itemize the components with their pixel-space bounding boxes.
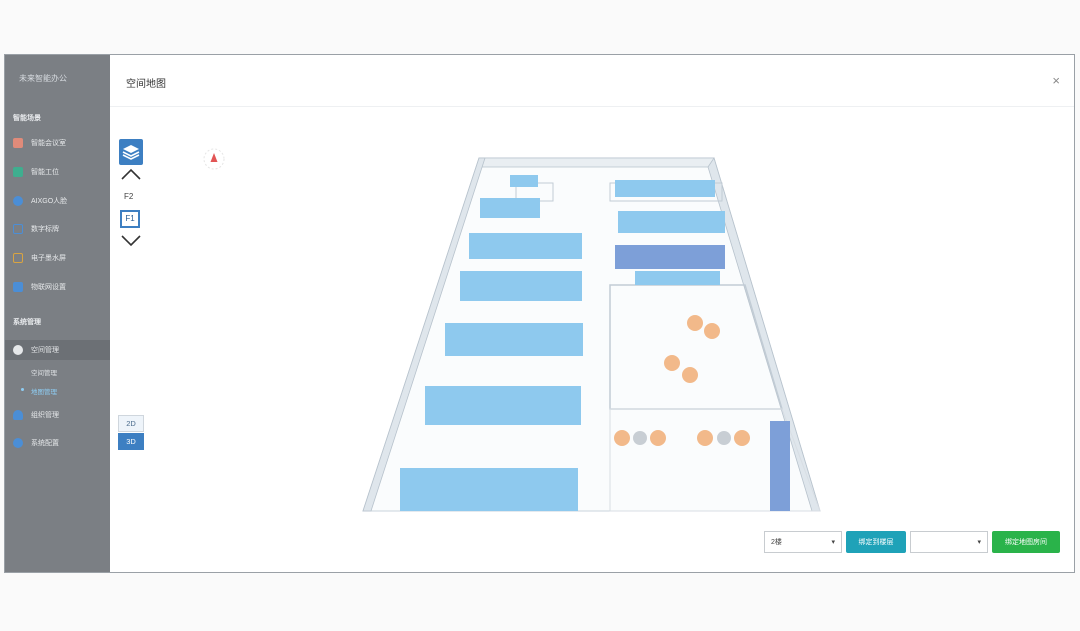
view-2d-button[interactable]: 2D	[118, 415, 144, 432]
sidebar-subitem-space[interactable]: 空间管理	[31, 370, 57, 377]
meeting-room-icon	[13, 138, 23, 148]
sidebar-item-system-config[interactable]: 系统配置	[13, 433, 105, 453]
sidebar-item-organization[interactable]: 组织管理	[13, 405, 105, 425]
sidebar-item-label: 智能会议室	[31, 140, 66, 147]
sidebar-item-face[interactable]: AIXGO人脸	[13, 191, 105, 211]
user-icon	[13, 410, 23, 420]
sidebar-item-space-management[interactable]: 空间管理	[5, 340, 110, 360]
building-select-value: 2楼	[771, 539, 782, 546]
sidebar-item-eink[interactable]: 电子墨水屏	[13, 248, 105, 268]
sidebar-item-label: 数字标牌	[31, 226, 59, 233]
face-icon	[13, 196, 23, 206]
iot-icon	[13, 282, 23, 292]
layers-icon	[122, 145, 140, 160]
sidebar-title: 未来智能办公	[19, 74, 67, 83]
sidebar-item-label: 系统配置	[31, 440, 59, 447]
sidebar: 未来智能办公 智能场景 智能会议室 智能工位 AIXGO人脸 数字标牌 电子墨水…	[5, 55, 110, 572]
layers-button[interactable]	[119, 139, 143, 165]
compass-icon[interactable]	[201, 146, 227, 172]
workstation-icon	[13, 167, 23, 177]
sidebar-item-label: AIXGO人脸	[31, 198, 68, 205]
floor-down-icon[interactable]	[120, 233, 142, 247]
sidebar-item-label: 组织管理	[31, 412, 59, 419]
modal-title: 空间地图	[126, 79, 166, 90]
bind-space-button[interactable]: 绑定地图房间	[992, 531, 1060, 553]
building-select[interactable]: 2楼 ▾	[764, 531, 842, 553]
sidebar-section-system: 系统管理	[13, 319, 41, 326]
sidebar-item-label: 电子墨水屏	[31, 255, 66, 262]
floor-option-f2[interactable]: F2	[124, 192, 134, 201]
floor-option-f1-selected[interactable]: F1	[120, 210, 140, 228]
sidebar-item-label: 空间管理	[31, 347, 59, 354]
sidebar-section-scenes: 智能场景	[13, 115, 41, 122]
active-dot-icon	[21, 388, 24, 391]
bind-floor-button[interactable]: 绑定到楼层	[846, 531, 906, 553]
sidebar-subitem-label: 地图管理	[31, 389, 57, 396]
sidebar-item-workstation[interactable]: 智能工位	[13, 162, 105, 182]
sidebar-subitem-map[interactable]: 地图管理	[21, 386, 57, 396]
sidebar-item-label: 智能工位	[31, 169, 59, 176]
gear-icon	[13, 438, 23, 448]
chevron-down-icon: ▾	[977, 539, 981, 546]
space-map-modal: 空间地图 × F2 F1 2D 3D	[110, 55, 1074, 572]
sidebar-item-meeting-room[interactable]: 智能会议室	[13, 133, 105, 153]
app-frame: 未来智能办公 智能场景 智能会议室 智能工位 AIXGO人脸 数字标牌 电子墨水…	[4, 54, 1075, 573]
space-icon	[13, 345, 23, 355]
floor-map-3d[interactable]	[350, 153, 830, 515]
view-3d-button[interactable]: 3D	[118, 433, 144, 450]
eink-screen-icon	[13, 253, 23, 263]
signage-icon	[13, 224, 23, 234]
sidebar-item-signage[interactable]: 数字标牌	[13, 219, 105, 239]
modal-header: 空间地图 ×	[110, 55, 1074, 107]
sidebar-item-label: 物联网设置	[31, 284, 66, 291]
sidebar-item-iot[interactable]: 物联网设置	[13, 277, 105, 297]
floor-up-icon[interactable]	[120, 167, 142, 181]
close-icon[interactable]: ×	[1052, 73, 1060, 88]
chevron-down-icon: ▾	[831, 539, 835, 546]
space-select[interactable]: ▾	[910, 531, 988, 553]
